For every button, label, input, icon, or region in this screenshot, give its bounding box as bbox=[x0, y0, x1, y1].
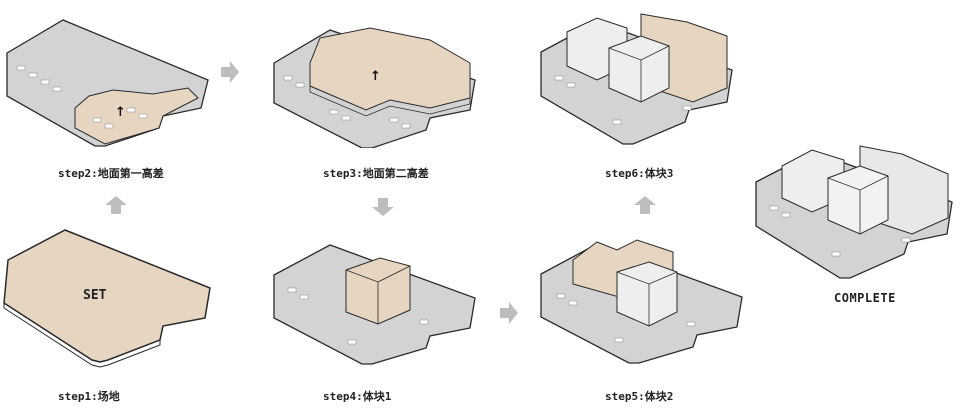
site-plot bbox=[3, 229, 211, 363]
site-set-label: SET bbox=[83, 288, 107, 303]
step4-caption: step4:体块1 bbox=[323, 390, 392, 403]
arrow-up-step1-to-step2 bbox=[105, 196, 127, 218]
step5-caption: step5:体块2 bbox=[605, 390, 674, 403]
complete-diagram bbox=[752, 138, 957, 280]
step2-diagram: ↑ bbox=[3, 18, 213, 148]
level-arrow-icon: ↑ bbox=[370, 69, 381, 84]
step6-diagram bbox=[537, 10, 737, 150]
step3-caption: step3:地面第二高差 bbox=[323, 167, 429, 180]
level-arrow-icon: ↑ bbox=[115, 105, 126, 120]
step1-caption: step1:场地 bbox=[58, 390, 120, 403]
arrow-right-step4-to-step5 bbox=[500, 302, 518, 328]
arrow-right-step2-to-step3 bbox=[221, 61, 239, 87]
step4-diagram bbox=[270, 240, 480, 365]
step3-diagram: ↑ bbox=[270, 18, 480, 148]
complete-caption: COMPLETE bbox=[834, 291, 896, 305]
arrow-down-step3-to-step4 bbox=[372, 198, 394, 220]
step1-diagram bbox=[0, 228, 215, 368]
step6-caption: step6:体块3 bbox=[605, 167, 674, 180]
step5-diagram bbox=[537, 232, 747, 364]
step2-caption: step2:地面第一高差 bbox=[58, 167, 164, 180]
arrow-up-step5-to-step6 bbox=[634, 196, 656, 218]
